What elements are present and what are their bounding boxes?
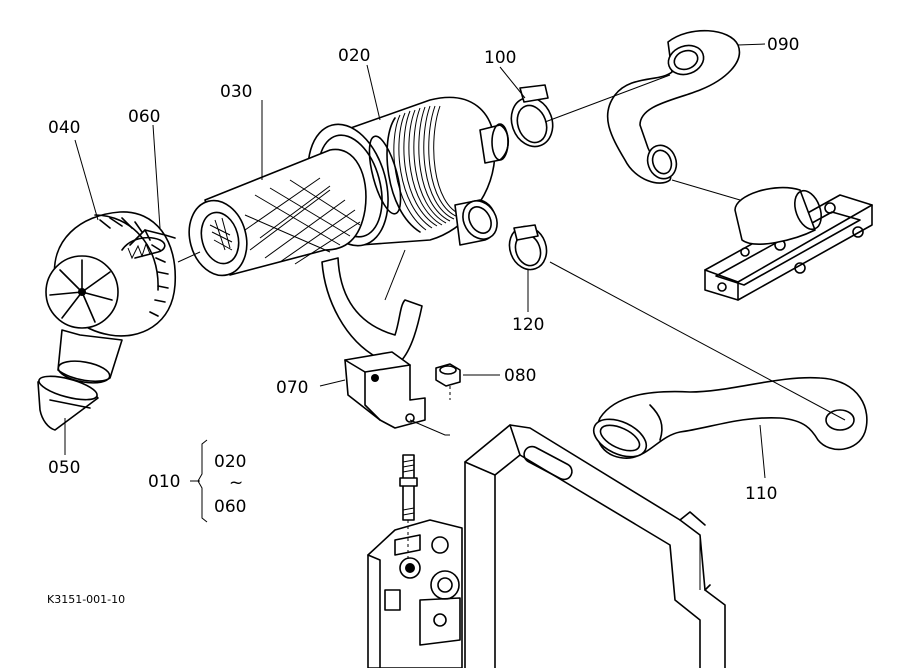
engine-block (367, 519, 463, 668)
bracket-070 (321, 257, 450, 436)
part-label-100: 100 (484, 48, 516, 68)
assembly-range-to: 060 (214, 497, 246, 517)
clamp-100 (510, 84, 554, 148)
assembly-bracket (190, 439, 208, 523)
stud-bolt (399, 454, 418, 560)
part-label-070: 070 (276, 378, 308, 398)
hose-090 (606, 29, 741, 201)
part-label-030: 030 (220, 82, 252, 102)
clamp-120 (508, 224, 548, 271)
intake-hose-110 (592, 376, 868, 459)
part-label-020: 020 (338, 46, 370, 66)
evacuator-valve (37, 375, 99, 431)
assembly-range-from: 020 (214, 452, 246, 472)
intake-manifold (704, 186, 873, 301)
part-label-010: 010 (148, 472, 180, 492)
assembly-range-sep: ~ (229, 473, 243, 493)
part-label-050: 050 (48, 458, 80, 478)
part-label-080: 080 (504, 366, 536, 386)
part-label-090: 090 (767, 35, 799, 55)
part-label-110: 110 (745, 484, 777, 504)
nut-080 (435, 363, 461, 400)
radiator-frame (464, 424, 726, 668)
part-label-120: 120 (512, 315, 544, 335)
leader-lines (64, 43, 846, 479)
part-label-040: 040 (48, 118, 80, 138)
drawing-code: K3151-001-10 (47, 593, 125, 606)
part-label-060: 060 (128, 107, 160, 127)
filter-element (188, 148, 367, 277)
clip-060 (121, 229, 176, 260)
